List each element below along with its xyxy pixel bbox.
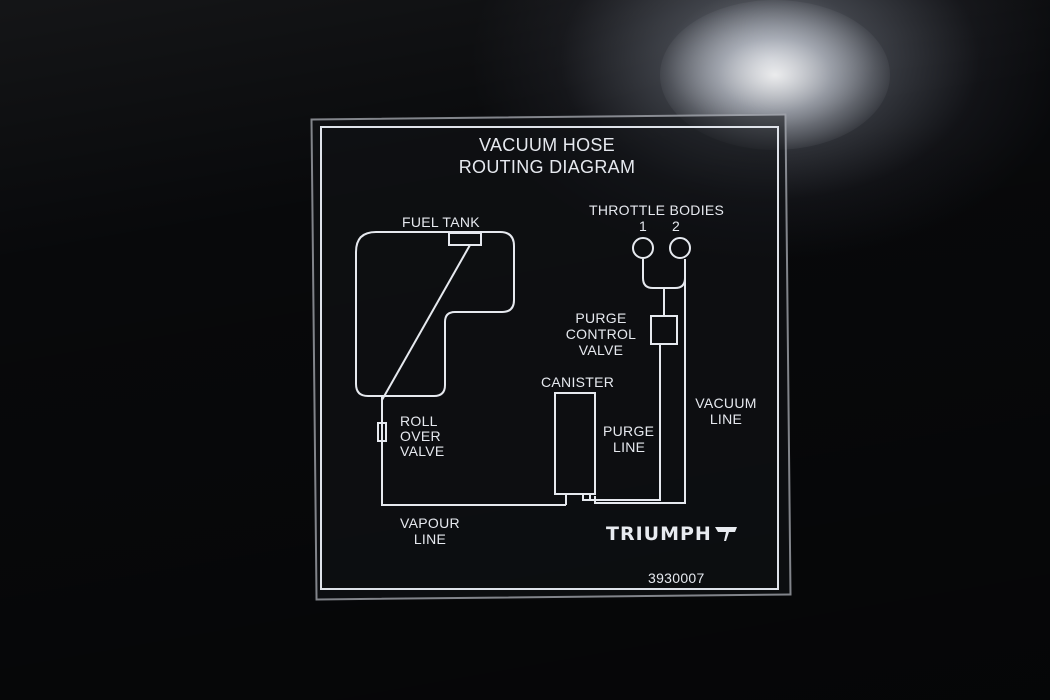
purge-control-valve (650, 315, 678, 345)
throttle-2-label: 2 (672, 218, 681, 234)
purge-line-label-1: PURGE (603, 423, 655, 439)
canister (554, 392, 596, 495)
part-number: 3930007 (648, 570, 705, 586)
throttle-1-label: 1 (639, 218, 648, 234)
purge-control-label-2: CONTROL (565, 326, 637, 342)
roll-over-valve (377, 422, 387, 442)
roll-over-label-2: OVER (400, 428, 441, 444)
purge-line (582, 345, 661, 501)
vacuum-line (589, 274, 686, 504)
vacuum-line-label-2: LINE (709, 411, 743, 427)
throttle-body-1 (632, 237, 654, 259)
label-inner-border (320, 126, 779, 590)
vacuum-line-label-1: VACUUM (695, 395, 757, 411)
throttle-body-2 (669, 237, 691, 259)
vapour-line-label-2: LINE (413, 531, 447, 547)
vapour-line-label-1: VAPOUR (400, 515, 460, 531)
fuel-tank-label: FUEL TANK (402, 214, 480, 230)
throttle-connector (642, 259, 686, 289)
triumph-logo-icon (715, 527, 737, 541)
canister-label: CANISTER (541, 374, 615, 390)
fuel-tank-shape (355, 231, 515, 397)
roll-over-label-1: ROLL (400, 413, 438, 429)
fuel-tank-cap (448, 232, 482, 246)
tank-vent-line (381, 244, 471, 401)
triumph-brand-text: TRIUMPH (606, 523, 712, 545)
throttle-bodies-label: THROTTLE BODIES (589, 202, 725, 218)
roll-over-label-3: VALVE (400, 443, 445, 459)
vapour-line-down (381, 396, 566, 506)
purge-line-label-2: LINE (613, 439, 646, 455)
title-line-1: VACUUM HOSE (479, 135, 615, 155)
title-line-2: ROUTING DIAGRAM (458, 157, 636, 177)
purge-control-label-1: PURGE (575, 310, 627, 326)
purge-control-label-3: VALVE (578, 342, 624, 358)
